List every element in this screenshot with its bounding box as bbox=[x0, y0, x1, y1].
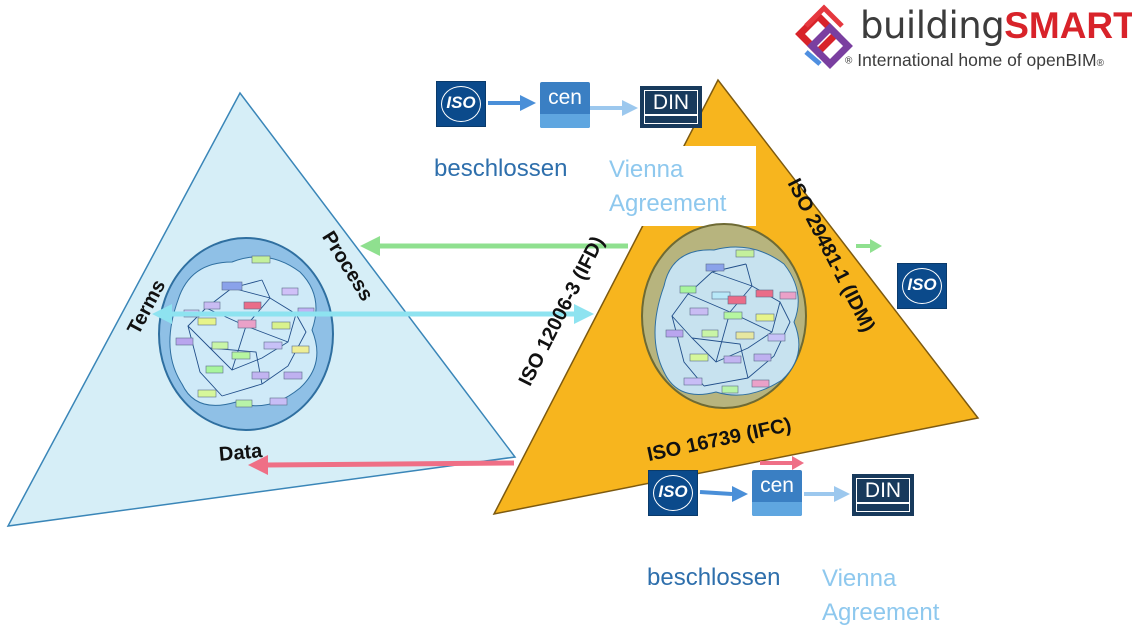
right-network-cluster bbox=[641, 223, 807, 409]
wordmark-building: building bbox=[860, 4, 1005, 47]
arrow-cyan-terms bbox=[152, 304, 594, 324]
arrow-green-process bbox=[360, 236, 628, 256]
iso-badge-right-label: ISO bbox=[907, 275, 937, 294]
iso-badge-right: ISO bbox=[897, 263, 947, 309]
arrow-cen-to-din-bottom bbox=[804, 486, 850, 502]
din-logo-top: DIN bbox=[640, 86, 702, 128]
iso-logo-top: ISO bbox=[436, 81, 486, 127]
agreement-text-bottom: Vienna Agreement bbox=[822, 565, 940, 626]
buildingsmart-logo-mark bbox=[795, 4, 853, 69]
din-logo-top-label: DIN bbox=[652, 91, 690, 114]
arrow-pink-data bbox=[248, 455, 515, 475]
arrow-pink-cen bbox=[760, 456, 804, 470]
wordmark-smart: SMART bbox=[1004, 5, 1132, 46]
arrow-iso-to-cen-bottom bbox=[699, 486, 748, 502]
vienna-label-box bbox=[596, 146, 756, 226]
tagline-registered-lead: ® bbox=[845, 55, 853, 67]
cen-logo-bottom-label: cen bbox=[760, 474, 794, 497]
iso-logo-bottom-label: ISO bbox=[658, 482, 688, 501]
tagline-registered-trail: ® bbox=[1096, 58, 1104, 69]
iso-logo-top-label: ISO bbox=[446, 93, 476, 112]
arrow-iso-to-cen-top bbox=[488, 95, 536, 111]
arrow-cen-to-din-top bbox=[590, 100, 638, 116]
iso-logo-bottom: ISO bbox=[648, 470, 698, 516]
status-text-bottom: beschlossen bbox=[647, 564, 781, 591]
din-logo-bottom-label: DIN bbox=[864, 479, 902, 502]
status-text-top: beschlossen bbox=[434, 155, 568, 182]
arrow-green-idm bbox=[856, 239, 882, 253]
agreement-text-top: Vienna Agreement bbox=[609, 156, 727, 217]
din-logo-bottom: DIN bbox=[852, 474, 914, 516]
cen-logo-top-label: cen bbox=[548, 86, 582, 109]
cen-logo-bottom: cen bbox=[752, 470, 802, 516]
buildingsmart-wordmark: buildingSMART® bbox=[860, 6, 1132, 46]
left-network-cluster bbox=[158, 237, 334, 431]
buildingsmart-tagline: ® International home of openBIM® bbox=[845, 50, 1104, 74]
label-data: Data bbox=[218, 440, 264, 466]
cen-logo-top: cen bbox=[540, 82, 590, 128]
tagline-text: International home of openBIM bbox=[857, 50, 1097, 70]
